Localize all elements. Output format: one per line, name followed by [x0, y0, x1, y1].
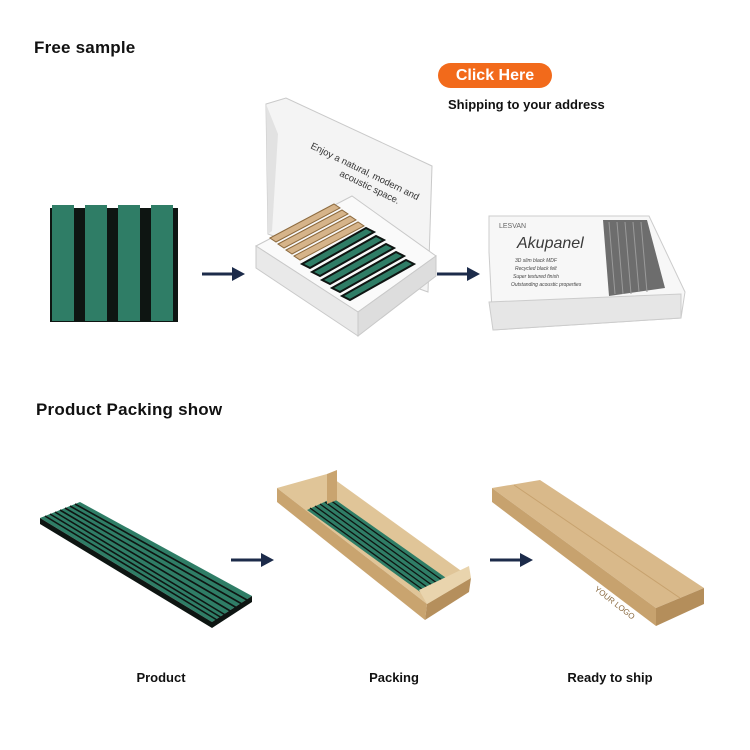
open-packing-box-image — [277, 470, 471, 620]
step-label-ready-to-ship: Ready to ship — [567, 670, 653, 685]
box-feature: Super textured finish — [513, 274, 559, 280]
click-here-button[interactable]: Click Here — [438, 63, 552, 88]
free-sample-heading: Free sample — [34, 38, 136, 57]
shipping-text: Shipping to your address — [448, 97, 605, 112]
closed-shipping-box-image: YOUR LOGO — [492, 480, 704, 626]
box-feature: Recycled black felt — [515, 266, 557, 272]
arrow-right-icon — [231, 553, 274, 567]
box-product-name: Akupanel — [516, 235, 584, 252]
packing-show-heading: Product Packing show — [36, 400, 223, 419]
arrow-right-icon — [490, 553, 533, 567]
sample-panel-image — [50, 205, 178, 322]
akupanel-box-image: LESVAN Akupanel 3D slim black MDF Recycl… — [488, 215, 686, 331]
arrow-right-icon — [437, 267, 480, 281]
box-feature: 3D slim black MDF — [515, 258, 558, 264]
box-brand: LESVAN — [499, 223, 526, 230]
step-label-packing: Packing — [369, 670, 419, 685]
box-feature: Outstanding acoustic properties — [511, 282, 582, 288]
step-label-product: Product — [136, 670, 186, 685]
arrow-right-icon — [202, 267, 245, 281]
open-sample-box-image: Enjoy a natural, modern and acoustic spa… — [255, 97, 437, 338]
product-panel-image — [40, 502, 252, 628]
